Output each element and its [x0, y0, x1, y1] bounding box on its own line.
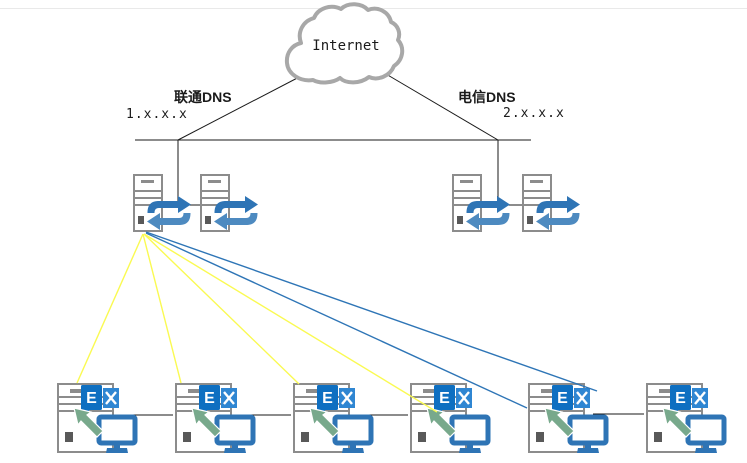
sync-arrows-icon [147, 196, 191, 230]
cursor-arrow-icon [662, 407, 693, 438]
blue-link-line-2 [145, 231, 598, 392]
server-power-button [527, 216, 533, 224]
page-border-line [0, 8, 747, 9]
yellow-link-line-3 [143, 233, 300, 385]
server-vent [530, 180, 543, 183]
internet-label: Internet [312, 38, 380, 54]
server-power-button [654, 432, 662, 442]
monitor-icon [567, 414, 609, 453]
cloud-to-right-dns-line [385, 73, 499, 141]
svg-text:E: E [86, 390, 97, 407]
monitor-icon [685, 414, 727, 453]
dns-server-node-1 [133, 174, 211, 236]
server-vent [460, 180, 473, 183]
cursor-arrow-icon [426, 407, 457, 438]
exchange-server-node-1: E [57, 383, 149, 459]
monitor-icon [332, 414, 374, 453]
dns-server-node-4 [522, 174, 600, 236]
cursor-arrow-icon [544, 407, 575, 438]
blue-link-line-1 [145, 232, 528, 409]
cloud-to-left-dns-line [177, 73, 306, 141]
svg-text:E: E [322, 390, 333, 407]
sync-arrows-icon [536, 196, 580, 230]
telecom-dns-label: 电信DNS [458, 89, 516, 105]
server-power-button [65, 432, 73, 442]
svg-text:E: E [675, 390, 686, 407]
yellow-link-line-1 [76, 233, 144, 384]
svg-text:E: E [439, 390, 450, 407]
dns-server-node-2 [200, 174, 278, 236]
exchange-server-node-5: E [528, 383, 620, 459]
dns-server-node-3 [452, 174, 530, 236]
exchange-logo-icon: E [81, 385, 119, 412]
svg-text:E: E [557, 390, 568, 407]
unicom-dns-label: 联通DNS [174, 89, 232, 105]
sync-arrows-icon [466, 196, 510, 230]
monitor-icon [449, 414, 491, 453]
server-vent [208, 180, 221, 183]
svg-text:E: E [204, 390, 215, 407]
exchange-server-node-3: E [293, 383, 385, 459]
cursor-arrow-icon [191, 407, 222, 438]
yellow-link-line-2 [142, 233, 182, 384]
sync-arrows-icon [214, 196, 258, 230]
exchange-server-node-4: E [410, 383, 502, 459]
server-power-button [418, 432, 426, 442]
server-power-button [205, 216, 211, 224]
server-power-button [183, 432, 191, 442]
exchange-server-node-6: E [646, 383, 738, 459]
cursor-arrow-icon [309, 407, 340, 438]
telecom-dns-ip: 2.x.x.x [503, 106, 565, 121]
exchange-server-node-2: E [175, 383, 267, 459]
unicom-dns-ip: 1.x.x.x [126, 107, 188, 122]
server-power-button [536, 432, 544, 442]
cursor-arrow-icon [73, 407, 104, 438]
server-power-button [457, 216, 463, 224]
server-power-button [138, 216, 144, 224]
server-power-button [301, 432, 309, 442]
server-vent [141, 180, 154, 183]
